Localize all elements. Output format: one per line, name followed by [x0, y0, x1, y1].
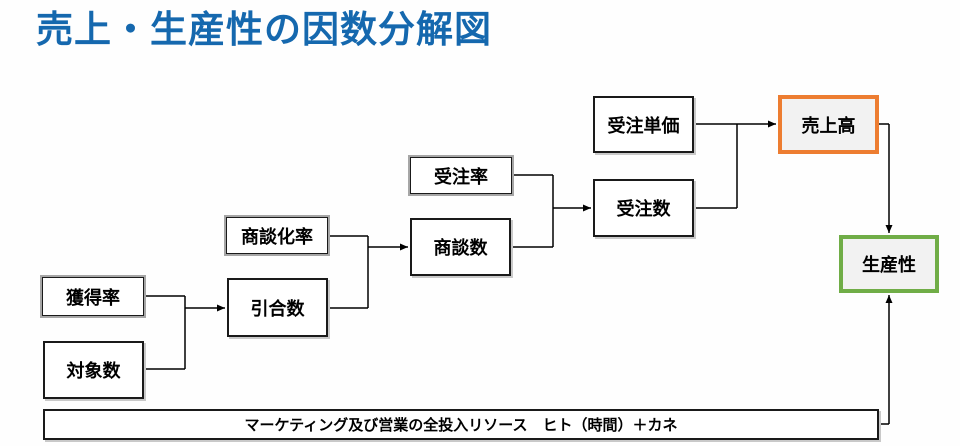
box-target-count: 対象数: [43, 341, 144, 399]
box-target-count-label: 対象数: [66, 361, 121, 381]
box-order-rate-label: 受注率: [434, 166, 488, 187]
box-order-unit-price: 受注単価: [593, 96, 694, 153]
box-negotiation-conversion-rate-label: 商談化率: [241, 226, 313, 247]
page-title: 売上・生産性の因数分解図: [36, 9, 492, 50]
box-sales-revenue: 売上高: [778, 95, 879, 154]
box-order-count-label: 受注数: [616, 199, 671, 219]
box-acquisition-rate-label: 獲得率: [66, 287, 120, 308]
box-order-unit-price-label: 受注単価: [607, 115, 680, 136]
box-productivity: 生産性: [839, 235, 939, 293]
box-productivity-label: 生産性: [862, 255, 916, 275]
box-negotiation-count-label: 商談数: [433, 238, 488, 258]
box-inquiry-count-label: 引合数: [250, 298, 305, 319]
box-sales-revenue-label: 売上高: [801, 115, 856, 136]
box-order-rate: 受注率: [410, 157, 512, 194]
resource-bar: マーケティング及び営業の全投入リソース ヒト（時間）＋カネ: [43, 409, 879, 440]
box-negotiation-conversion-rate: 商談化率: [226, 217, 328, 254]
resource-bar-label: マーケティング及び営業の全投入リソース ヒト（時間）＋カネ: [244, 417, 678, 434]
box-negotiation-count: 商談数: [410, 218, 511, 276]
box-acquisition-rate: 獲得率: [42, 277, 144, 316]
box-order-count: 受注数: [593, 179, 694, 237]
box-inquiry-count: 引合数: [227, 278, 328, 337]
